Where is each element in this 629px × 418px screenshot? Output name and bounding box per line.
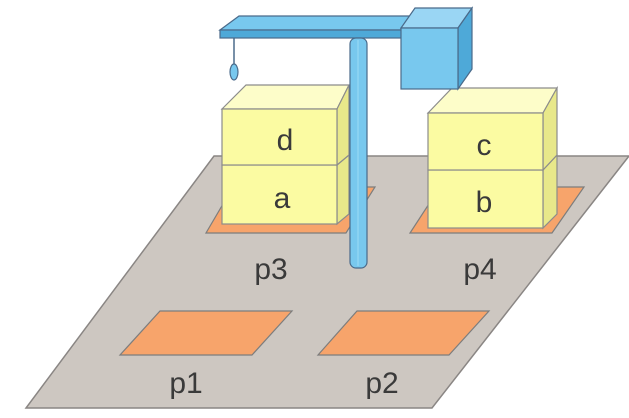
block-label: b (476, 186, 493, 219)
place-pad-p1 (118, 310, 294, 356)
block-a: a (221, 153, 350, 226)
place-label-p4: p4 (463, 253, 496, 286)
place-label-p1: p1 (169, 367, 202, 400)
block-label: a (274, 182, 291, 215)
place-label-p2: p2 (365, 367, 398, 400)
place-pad-p2 (316, 310, 491, 356)
block-d: d (220, 84, 350, 167)
hook-icon (229, 63, 239, 81)
block-label: c (477, 129, 492, 162)
block-b: b (427, 153, 558, 230)
block-label: d (277, 124, 294, 157)
block-c: c (426, 85, 559, 172)
place-label-p3: p3 (254, 253, 287, 286)
crane-icon (218, 6, 474, 269)
